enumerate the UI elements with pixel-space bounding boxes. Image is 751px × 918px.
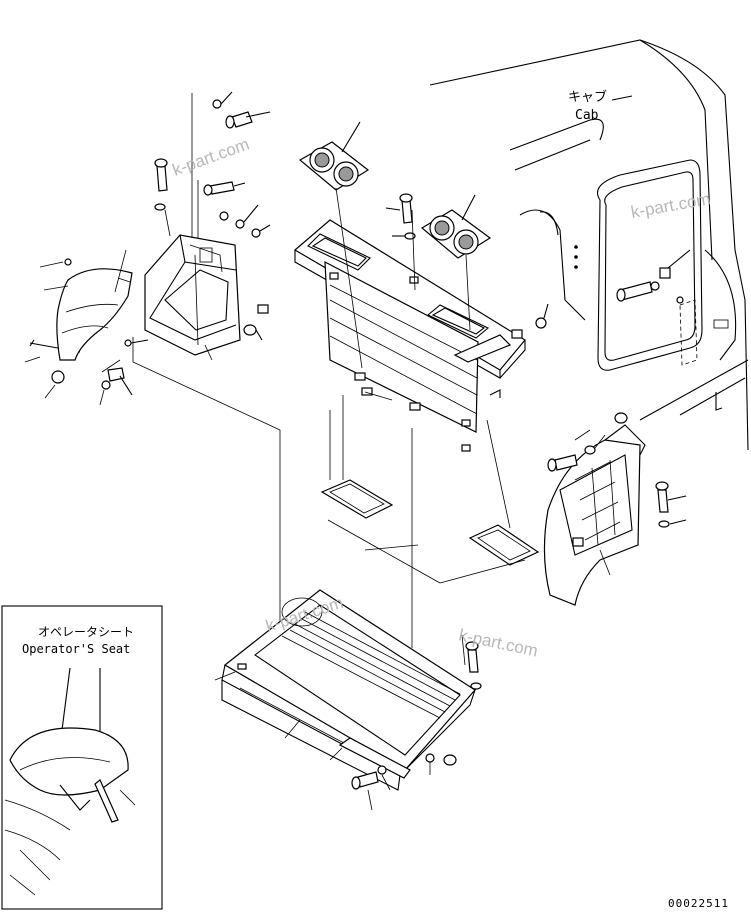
cab-label-en: Cab: [575, 108, 599, 123]
tray-right: [468, 419, 540, 566]
seat-label-en: Operator'S Seat: [22, 642, 130, 656]
seat-inset: オペレータシート Operator'S Seat: [1, 605, 163, 910]
cab-outline: [429, 39, 749, 451]
cab-label-jp: キャブ: [568, 89, 607, 105]
left-side-cover: [56, 268, 133, 361]
center-fasteners: [335, 187, 549, 369]
tray-leaders: [327, 428, 526, 648]
seat-label-jp: オペレータシート: [38, 625, 134, 639]
tray-left: [320, 391, 394, 519]
right-fasteners: [547, 412, 687, 576]
center-upper-panel: [293, 219, 526, 452]
cab-label: キャブ Cab: [568, 89, 633, 123]
watermark-1: k-part.com: [170, 134, 252, 179]
left-leader-lines: [24, 93, 281, 668]
watermark-2: k-part.com: [629, 189, 711, 222]
speaker-left: [298, 121, 370, 191]
right-rear-cover: [543, 424, 646, 606]
speaker-right: [420, 194, 492, 259]
drawing-number: 00022511: [668, 897, 729, 910]
left-bracket: [144, 234, 241, 356]
lower-floor-tray: [214, 589, 482, 811]
